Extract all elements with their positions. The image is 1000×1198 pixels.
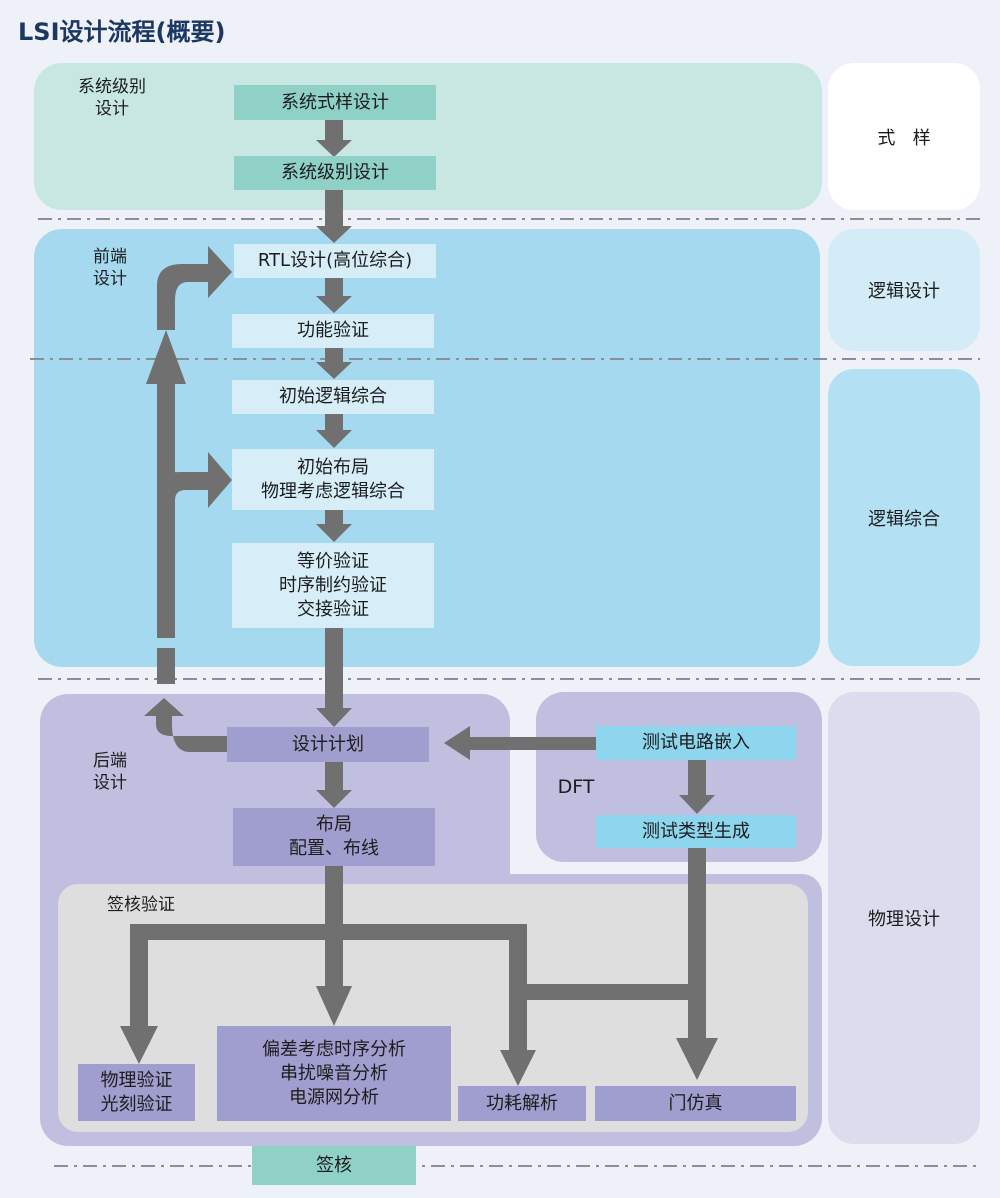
arrow-distribution-bar: [130, 924, 526, 940]
arrow-spec-to-system: [316, 120, 352, 157]
step-initial-layout: 初始布局 物理考虑逻辑综合: [232, 449, 434, 510]
frontend-label: 前端 设计: [93, 247, 127, 289]
page-title: LSI设计流程(概要): [18, 18, 226, 46]
arrow-test-insert-to-pattern: [679, 760, 715, 814]
signoff-verification-label: 签核验证: [107, 895, 175, 915]
step-timing-analysis: 偏差考虑时序分析 串扰噪音分析 电源网分析: [217, 1026, 451, 1121]
step-function-verification: 功能验证: [232, 314, 434, 348]
step-system-spec-design-label: 系统式样设计: [281, 91, 389, 113]
arrow-head-phys: [120, 1026, 158, 1064]
arrow-synth-to-layout: [316, 414, 352, 448]
step-design-plan-label: 设计计划: [292, 733, 364, 755]
arrow-plan-to-place: [316, 762, 352, 808]
step-signoff-label: 签核: [316, 1154, 352, 1176]
step-test-circuit-insertion-label: 测试电路嵌入: [642, 732, 750, 753]
step-initial-logic-synthesis-label: 初始逻辑综合: [279, 386, 387, 407]
arrow-rtl-to-func: [316, 278, 352, 313]
step-rtl-design: RTL设计(高位综合): [234, 244, 436, 278]
step-system-level-design-label: 系统级别设计: [281, 162, 389, 183]
step-place-route-label: 布局 配置、布线: [289, 814, 379, 859]
side-spec: 式 样: [828, 63, 980, 210]
step-gate-simulation: 门仿真: [595, 1086, 796, 1121]
step-test-pattern-generation-label: 测试类型生成: [642, 820, 750, 842]
arrow-head-feedback-up: [146, 330, 186, 384]
step-place-route: 布局 配置、布线: [233, 808, 435, 866]
step-function-verification-label: 功能验证: [297, 320, 369, 341]
side-physical-design-label: 物理设计: [868, 909, 940, 930]
step-verification-group-label: 等价验证 时序制约验证 交接验证: [279, 550, 387, 620]
arrow-branch-phys: [130, 924, 148, 1028]
step-gate-simulation-label: 门仿真: [668, 1092, 723, 1114]
step-physical-verification: 物理验证 光刻验证: [78, 1064, 195, 1121]
arrow-system-to-rtl: [316, 190, 352, 243]
step-system-spec-design: 系统式样设计: [234, 85, 436, 120]
step-system-level-design: 系统级别设计: [234, 156, 436, 190]
arrow-head-power: [500, 1050, 536, 1086]
side-logic-design: 逻辑设计: [828, 229, 980, 351]
dft-label: DFT: [557, 776, 595, 798]
side-logic-design-label: 逻辑设计: [868, 281, 940, 302]
arrow-head-timing: [316, 986, 352, 1026]
step-initial-layout-label: 初始布局 物理考虑逻辑综合: [261, 456, 405, 502]
arrow-loop-to-rtl: [157, 246, 232, 330]
system-level-label: 系统级别 设计: [78, 77, 146, 119]
dashed-feedback-1: [157, 648, 175, 684]
arrow-loop-to-layout: [157, 452, 232, 508]
step-verification-group: 等价验证 时序制约验证 交接验证: [232, 543, 434, 628]
arrow-verify-to-plan: [316, 628, 352, 727]
side-logic-synthesis: 逻辑综合: [828, 369, 980, 666]
side-logic-synthesis-label: 逻辑综合: [868, 508, 940, 530]
step-rtl-design-label: RTL设计(高位综合): [257, 250, 413, 271]
step-physical-verification-label: 物理验证 光刻验证: [100, 1069, 173, 1115]
step-timing-analysis-label: 偏差考虑时序分析 串扰噪音分析 电源网分析: [262, 1038, 406, 1108]
step-signoff: 签核: [252, 1146, 416, 1185]
step-design-plan: 设计计划: [227, 727, 429, 762]
side-physical-design: 物理设计: [828, 692, 980, 1144]
arrow-test-pattern-down: [688, 848, 706, 1038]
arrow-test-insert-to-plan: [444, 726, 596, 760]
dashed-feedback-2: [157, 380, 175, 638]
step-power-analysis-label: 功耗解析: [486, 1092, 558, 1114]
arrow-power-to-dft-link: [509, 984, 703, 1000]
arrow-head-gate-sim: [676, 1038, 718, 1080]
step-initial-logic-synthesis: 初始逻辑综合: [232, 380, 434, 414]
step-test-circuit-insertion: 测试电路嵌入: [596, 726, 796, 760]
step-power-analysis: 功耗解析: [458, 1086, 586, 1121]
step-test-pattern-generation: 测试类型生成: [596, 815, 796, 848]
arrow-layout-to-verify: [316, 510, 352, 542]
arrow-func-to-init-synth: [316, 348, 352, 379]
backend-label: 后端 设计: [93, 751, 127, 793]
side-spec-label: 式 样: [877, 127, 931, 149]
arrow-plan-feedback: [144, 698, 228, 752]
